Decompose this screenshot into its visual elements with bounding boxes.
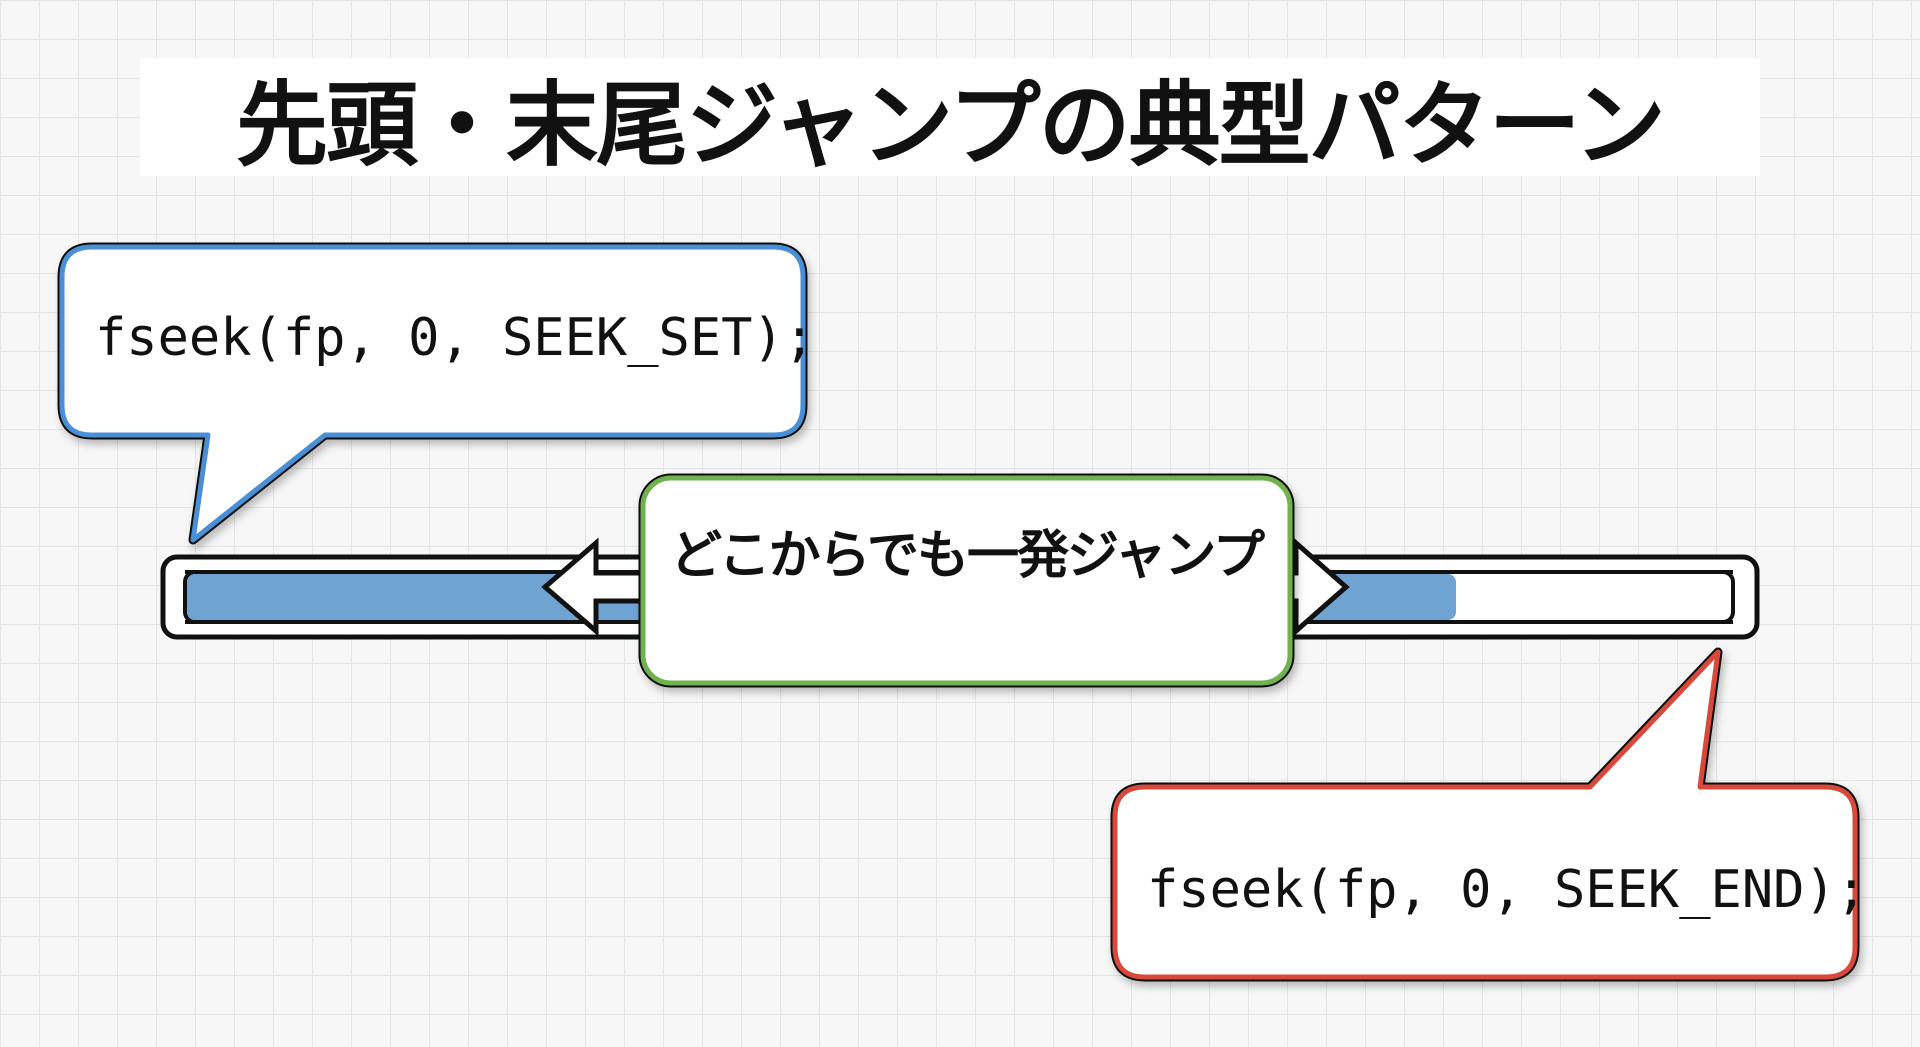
bubble-seek-end xyxy=(1110,647,1860,982)
center-box xyxy=(638,473,1295,688)
code-seek-end: fseek(fp, 0, SEEK_END); xyxy=(1147,860,1868,920)
jump-label: どこからでも一発ジャンプ xyxy=(670,526,1265,586)
code-seek-set: fseek(fp, 0, SEEK_SET); xyxy=(95,308,816,368)
page-title: 先頭・末尾ジャンプの典型パターン xyxy=(235,71,1666,179)
progress-fill-left xyxy=(187,574,657,620)
title-band xyxy=(140,58,1760,176)
bubble-seek-set xyxy=(57,242,808,545)
